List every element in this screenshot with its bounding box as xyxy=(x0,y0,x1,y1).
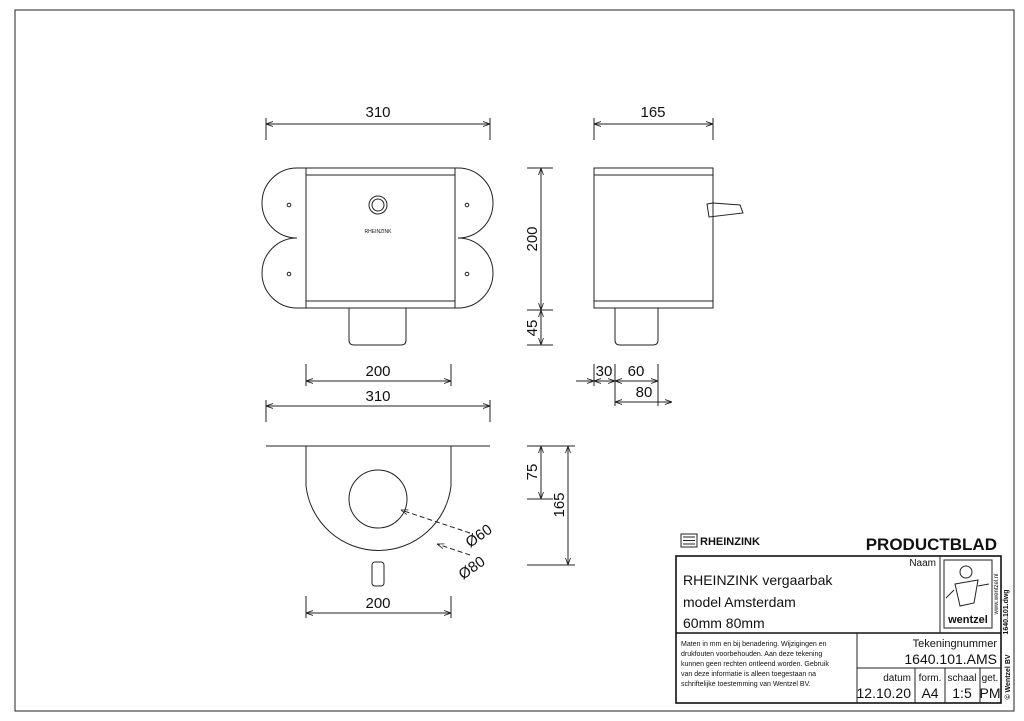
format-value: A4 xyxy=(921,685,938,701)
title-block: RHEINZINK PRODUCTBLAD Naam RHEINZINK ver… xyxy=(675,533,1012,704)
front-brand-label: RHEINZINK xyxy=(365,229,393,235)
side-height-dimension: 200 45 xyxy=(524,167,553,346)
front-base-dimension: 200 xyxy=(305,363,452,386)
dim-side-depth: 165 xyxy=(640,104,665,121)
date-value: 12.10.20 xyxy=(857,685,912,701)
side-outlet-dimensions: 30 60 80 xyxy=(576,363,672,406)
wentzel-logo: wentzel xyxy=(943,559,993,629)
dim-side-30: 30 xyxy=(596,363,613,380)
drawing-number-label: Tekeningnummer xyxy=(913,638,998,650)
sheet-border xyxy=(14,9,1015,712)
top-view: Ø60 Ø80 xyxy=(266,445,496,587)
side-depth-dimension: 165 xyxy=(593,104,714,140)
drawing-number: 1640.101.AMS xyxy=(904,651,997,667)
front-width-dimension: 310 xyxy=(265,104,491,140)
format-label: form. xyxy=(919,673,942,684)
dim-side-80: 80 xyxy=(636,384,653,401)
dim-outlet-length: 45 xyxy=(524,320,541,337)
copyright-text: © Wentzel BV xyxy=(1004,654,1012,699)
wentzel-mascot-icon xyxy=(959,565,973,579)
wentzel-logo-text: wentzel xyxy=(947,614,988,626)
file-name: 1640.101.dwg xyxy=(1003,589,1010,634)
disclaimer-line-2: drukfouten voorbehouden. Aan deze tekeni… xyxy=(681,651,822,658)
disclaimer-line-1: Maten in mm en bij benadering. Wijziging… xyxy=(681,641,827,648)
top-width-dimension: 310 xyxy=(265,388,491,422)
scale-value: 1:5 xyxy=(952,685,972,701)
disclaimer-line-3: kunnen geen rechten ontleend worden. Geb… xyxy=(681,661,829,668)
dim-top-165: 165 xyxy=(551,492,568,517)
dim-side-60: 60 xyxy=(628,363,645,380)
product-line-2: model Amsterdam xyxy=(683,594,796,610)
product-line-3: 60mm 80mm xyxy=(683,615,765,631)
date-label: datum xyxy=(883,673,911,684)
dim-top-width: 310 xyxy=(365,388,390,405)
website-text: www.wentzel.nl xyxy=(994,573,1000,615)
product-line-1: RHEINZINK vergaarbak xyxy=(683,572,833,588)
top-base-dimension: 200 xyxy=(305,595,452,618)
drawn-label: get. xyxy=(982,673,999,684)
dim-front-width: 310 xyxy=(365,104,390,121)
side-view xyxy=(593,167,744,346)
scale-label: schaal xyxy=(948,673,977,684)
dim-dia-80: Ø80 xyxy=(456,553,489,583)
dim-top-75: 75 xyxy=(524,464,541,481)
disclaimer-line-4: van deze informatie is alleen toegestaan… xyxy=(681,671,816,678)
dim-front-height: 200 xyxy=(524,226,541,251)
disclaimer-line-5: schriftelijke toestemming van Wentzel BV… xyxy=(681,681,811,688)
rheinzink-logo-text: RHEINZINK xyxy=(700,536,760,548)
dim-front-base: 200 xyxy=(365,363,390,380)
dim-dia-60: Ø60 xyxy=(463,521,496,551)
top-depth-dimension: 75 165 xyxy=(524,445,575,566)
productblad-heading: PRODUCTBLAD xyxy=(866,535,997,554)
name-label: Naam xyxy=(909,558,936,569)
dim-top-base: 200 xyxy=(365,595,390,612)
front-view: RHEINZINK xyxy=(261,167,494,346)
drawn-value: PM xyxy=(980,685,1001,701)
rheinzink-logo-mark xyxy=(680,533,698,548)
